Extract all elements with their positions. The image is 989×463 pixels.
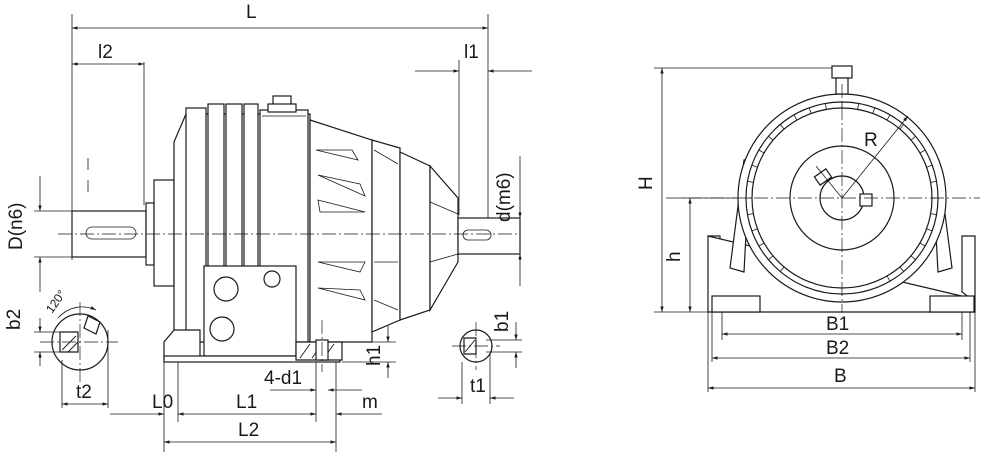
label-L: L [246,2,257,23]
label-R: R [864,130,878,151]
side-view [34,14,532,452]
label-m: m [362,392,378,413]
rim-tick [768,255,774,261]
label-D: D(n6) [6,202,27,250]
rim-tick [899,124,905,130]
rim-tick [886,114,891,121]
rim-tick [930,213,937,216]
rim-tick [747,213,754,216]
label-b1: b1 [492,311,513,332]
rim-tick [747,180,754,183]
rim-tick [758,242,765,247]
rim-tick [910,135,916,141]
label-b2: b2 [4,309,25,330]
rim-tick [751,228,758,232]
rim-tick [793,114,798,121]
rim-tick [808,107,812,114]
rim-tick [779,124,785,130]
rim-tick [758,149,765,154]
rim-ticks [746,102,938,282]
label-L1: L1 [236,392,257,413]
rim-tick [910,255,916,261]
label-B: B [834,366,847,387]
label-d: d(m6) [494,172,515,222]
rim-tick [926,164,933,168]
rim-tick [768,135,774,141]
rim-tick [919,149,926,154]
label-L0: L0 [152,392,173,413]
rim-tick [930,180,937,183]
label-4-d1: 4-d1 [264,368,302,389]
label-t2: t2 [76,382,92,403]
rim-tick [751,164,758,168]
front-view [654,65,980,392]
label-t1: t1 [470,376,486,397]
rim-tick [779,266,785,272]
label-B2: B2 [826,338,849,359]
rim-tick [899,266,905,272]
label-h: h [664,251,685,262]
rim-tick [872,107,876,114]
label-l1: l1 [464,42,479,63]
label-angle: 120° [43,287,69,316]
label-B1: B1 [826,314,849,335]
rim-tick [926,228,933,232]
label-H: H [636,176,657,190]
rim-tick [886,275,891,282]
rim-tick [919,242,926,247]
label-h1: h1 [364,345,385,366]
rim-tick [824,103,827,110]
label-L2: L2 [238,420,259,441]
label-l2: l2 [98,42,113,63]
rim-tick [857,103,860,110]
